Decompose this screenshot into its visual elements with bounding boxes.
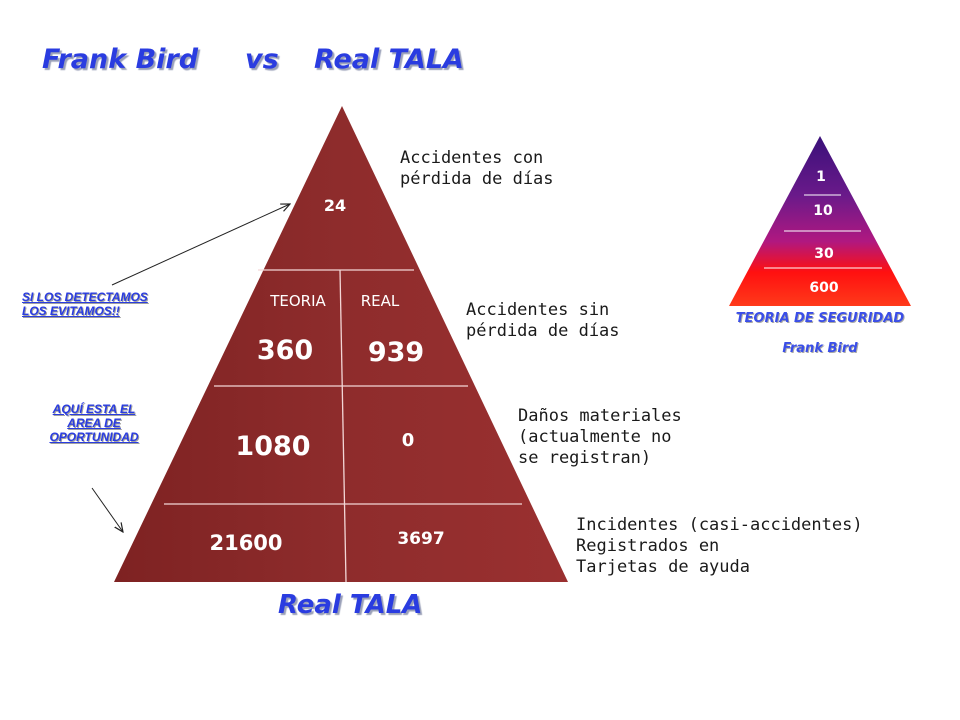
column-header-teoria: TEORIA	[269, 292, 326, 310]
note-line: LOS EVITAMOS!!	[22, 304, 120, 318]
fb-level-1: 1	[816, 169, 826, 185]
level-description-3: Daños materiales (actualmente no se regi…	[518, 406, 682, 469]
title-vs: vs	[245, 44, 279, 75]
level-description-line: Registrados en	[576, 536, 720, 556]
arrow-to-base	[91, 487, 123, 532]
fb-level-3: 30	[814, 246, 834, 262]
column-divider	[339, 269, 347, 583]
title-frank-bird: Frank Bird	[42, 44, 199, 75]
note-line: AQUÍ ESTA EL	[52, 402, 136, 416]
teoria-value-row1: 360	[257, 335, 313, 366]
level-description-line: Daños materiales	[518, 406, 682, 426]
level-description-line: Accidentes con	[400, 148, 544, 168]
level-description-line: (actualmente no	[518, 427, 672, 447]
level-description-line: se registran)	[518, 448, 652, 468]
note-line: SI LOS DETECTAMOS	[22, 290, 148, 304]
level-description-1: Accidentes con pérdida de días	[400, 148, 554, 190]
level-description-line: Incidentes (casi-accidentes)	[576, 515, 863, 535]
level-description-line: Tarjetas de ayuda	[576, 557, 750, 577]
pyramid-caption: Real TALA	[278, 590, 423, 620]
level-description-2: Accidentes sin pérdida de días	[466, 300, 620, 342]
fb-level-2: 10	[813, 203, 833, 219]
fb-caption-author: Frank Bird	[782, 341, 858, 356]
teoria-value-row2: 1080	[235, 431, 310, 462]
fb-caption-theory: TEORIA DE SEGURIDAD	[735, 311, 905, 326]
level-description-4: Incidentes (casi-accidentes) Registrados…	[576, 515, 863, 578]
level-description-line: pérdida de días	[400, 169, 554, 189]
level-description-line: Accidentes sin	[466, 300, 610, 320]
top-value: 24	[324, 196, 346, 215]
note-line: OPORTUNIDAD	[49, 430, 139, 444]
frank-bird-pyramid-shape	[729, 136, 911, 306]
note-detect: SI LOS DETECTAMOS LOS EVITAMOS!!	[22, 290, 148, 318]
real-value-row1: 939	[368, 337, 424, 368]
column-header-real: REAL	[361, 292, 400, 310]
arrow-to-top	[111, 204, 290, 286]
fb-level-4: 600	[809, 280, 838, 296]
title-real-tala: Real TALA	[314, 44, 464, 75]
real-value-row2: 0	[402, 430, 415, 451]
real-value-row3: 3697	[397, 529, 444, 549]
note-line: AREA DE	[67, 416, 121, 430]
teoria-value-row3: 21600	[209, 531, 282, 555]
note-opportunity: AQUÍ ESTA EL AREA DE OPORTUNIDAD	[38, 402, 150, 444]
level-description-line: pérdida de días	[466, 321, 620, 341]
